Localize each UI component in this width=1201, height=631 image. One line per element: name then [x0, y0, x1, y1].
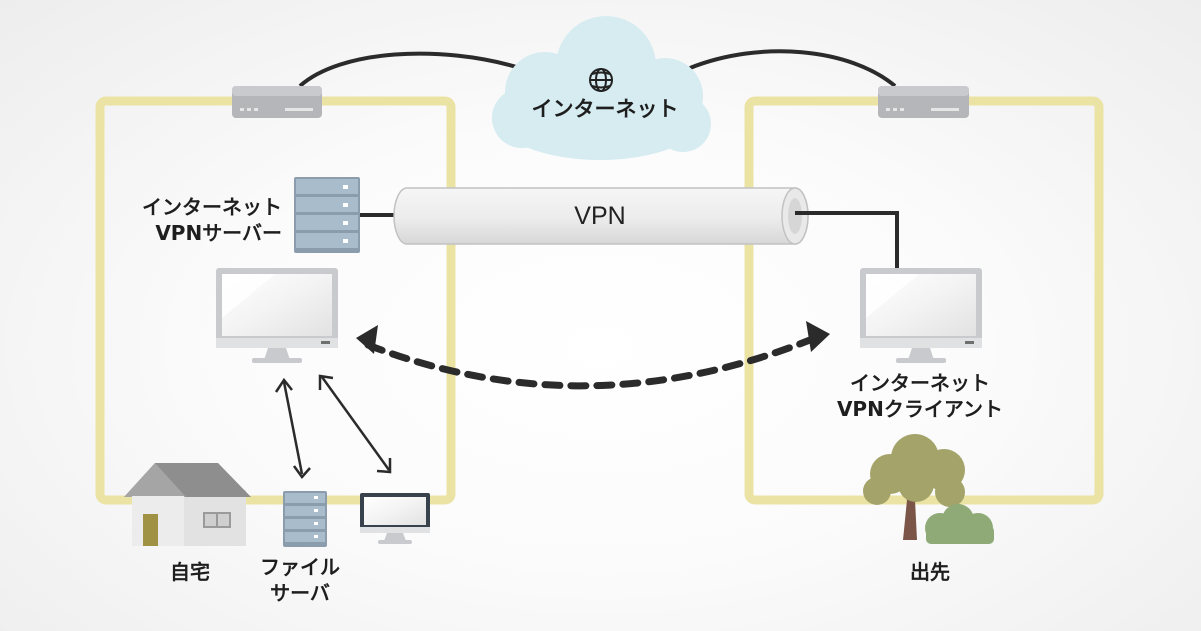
bush-icon [925, 504, 994, 544]
client-monitor-icon [860, 268, 982, 363]
internet-label: インターネット [531, 97, 679, 121]
file-server-label-line1: ファイル [260, 555, 340, 579]
laptop-icon [360, 493, 430, 544]
remote-site-label: 出先 [910, 560, 950, 584]
vpn-tunnel [393, 187, 809, 245]
remote-access-arrow [356, 321, 830, 390]
vpn-client-label-line2: VPNクライアント [836, 397, 1004, 421]
vpn-server-rack-icon [294, 177, 360, 253]
remote-router [878, 86, 969, 118]
tree-icon [863, 434, 965, 540]
file-server-rack-icon [283, 491, 327, 547]
monitor-laptop-arrow [318, 374, 392, 474]
remote-internet-cable [689, 49, 897, 88]
file-server-label: ファイル サーバ [250, 554, 350, 606]
vpn-tunnel-label: VPN [574, 202, 626, 230]
vpn-client-label-line1: インターネット [850, 371, 990, 395]
home-monitor-icon [216, 268, 338, 363]
home-router [232, 86, 322, 118]
vpn-server-label-line2: VPNサーバー [155, 221, 282, 245]
vpn-client-label: インターネット VPNクライアント [820, 370, 1020, 422]
home-internet-cable [298, 51, 521, 88]
vpn-server-label: インターネット VPNサーバー [96, 194, 282, 246]
vpn-server-label-line1: インターネット [142, 195, 282, 219]
internet-cloud [492, 16, 711, 160]
home-label: 自宅 [170, 560, 210, 584]
tunnel-client-cable [795, 211, 899, 270]
monitor-fileserver-arrow [274, 377, 311, 479]
file-server-label-line2: サーバ [270, 581, 330, 605]
globe-icon [589, 68, 613, 92]
house-icon [124, 463, 251, 546]
